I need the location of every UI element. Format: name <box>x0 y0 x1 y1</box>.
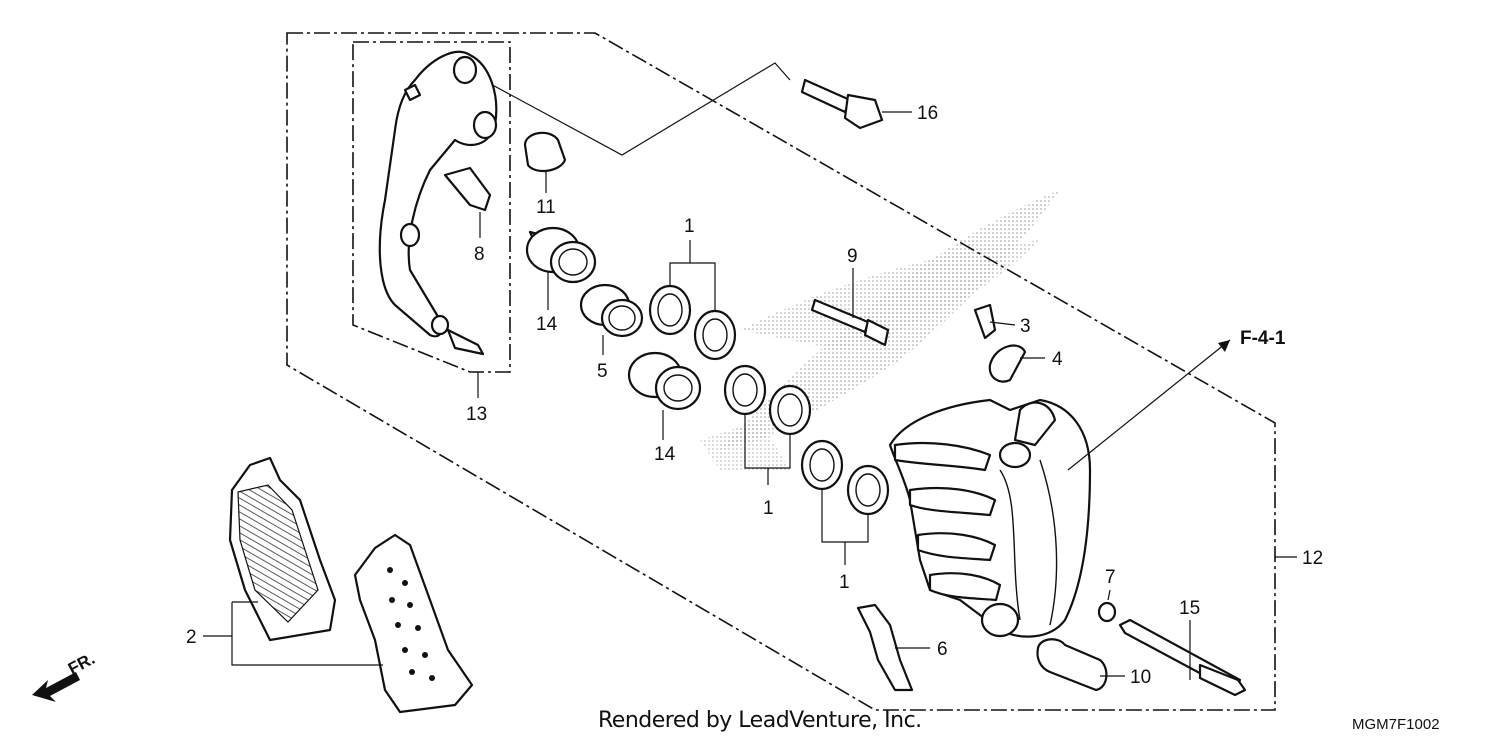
label-16: 16 <box>917 103 938 124</box>
label-1-lower: 1 <box>839 572 850 593</box>
label-9: 9 <box>847 246 858 267</box>
bleeder-screw-3 <box>973 303 997 340</box>
leader-lines <box>203 111 1297 680</box>
washer-7 <box>1097 601 1117 623</box>
label-4: 4 <box>1052 349 1063 370</box>
front-direction-arrow: FR. <box>32 649 98 702</box>
pin-15 <box>1118 618 1247 697</box>
brake-pad-inner <box>353 533 474 714</box>
brake-pad-outer <box>228 456 337 642</box>
piston-14-upper <box>525 226 597 284</box>
seal-set-upper <box>648 284 737 361</box>
label-2: 2 <box>186 627 197 648</box>
caliper-bracket <box>378 50 498 356</box>
assembly-outline-12 <box>286 32 1276 711</box>
label-5: 5 <box>597 361 608 382</box>
label-12: 12 <box>1302 548 1323 569</box>
label-13: 13 <box>466 404 487 425</box>
label-14-lower: 14 <box>654 444 676 465</box>
label-15: 15 <box>1179 598 1200 619</box>
render-credit: Rendered by LeadVenture, Inc. <box>598 708 922 733</box>
caliper-body <box>888 398 1092 638</box>
piston-5 <box>579 283 644 338</box>
boot-11 <box>523 131 567 173</box>
bolt-10 <box>1036 638 1108 692</box>
pad-spring <box>443 166 492 212</box>
label-1-middle: 1 <box>763 498 774 519</box>
seal-set-lower <box>800 439 890 516</box>
diagram-code: MGM7F1002 <box>1352 716 1440 733</box>
reference-label: F-4-1 <box>1240 328 1286 349</box>
seal-set-middle <box>723 364 812 436</box>
front-direction-label: FR. <box>65 649 98 679</box>
bleeder-9 <box>810 298 890 347</box>
label-10: 10 <box>1130 667 1151 688</box>
label-3: 3 <box>1020 316 1031 337</box>
leader-16-bracket <box>473 62 791 156</box>
piston-14-lower <box>627 351 702 411</box>
label-8: 8 <box>474 244 485 265</box>
assembly-outline-13 <box>352 41 511 373</box>
washer-4 <box>988 344 1027 383</box>
label-14-upper: 14 <box>536 314 558 335</box>
label-11: 11 <box>536 197 556 218</box>
label-7: 7 <box>1105 567 1116 588</box>
ref-arrow-head <box>1218 340 1230 352</box>
bolt-16 <box>800 78 884 130</box>
label-6: 6 <box>937 639 948 660</box>
label-1-top: 1 <box>684 216 695 237</box>
pad-retainer-6 <box>856 603 914 692</box>
